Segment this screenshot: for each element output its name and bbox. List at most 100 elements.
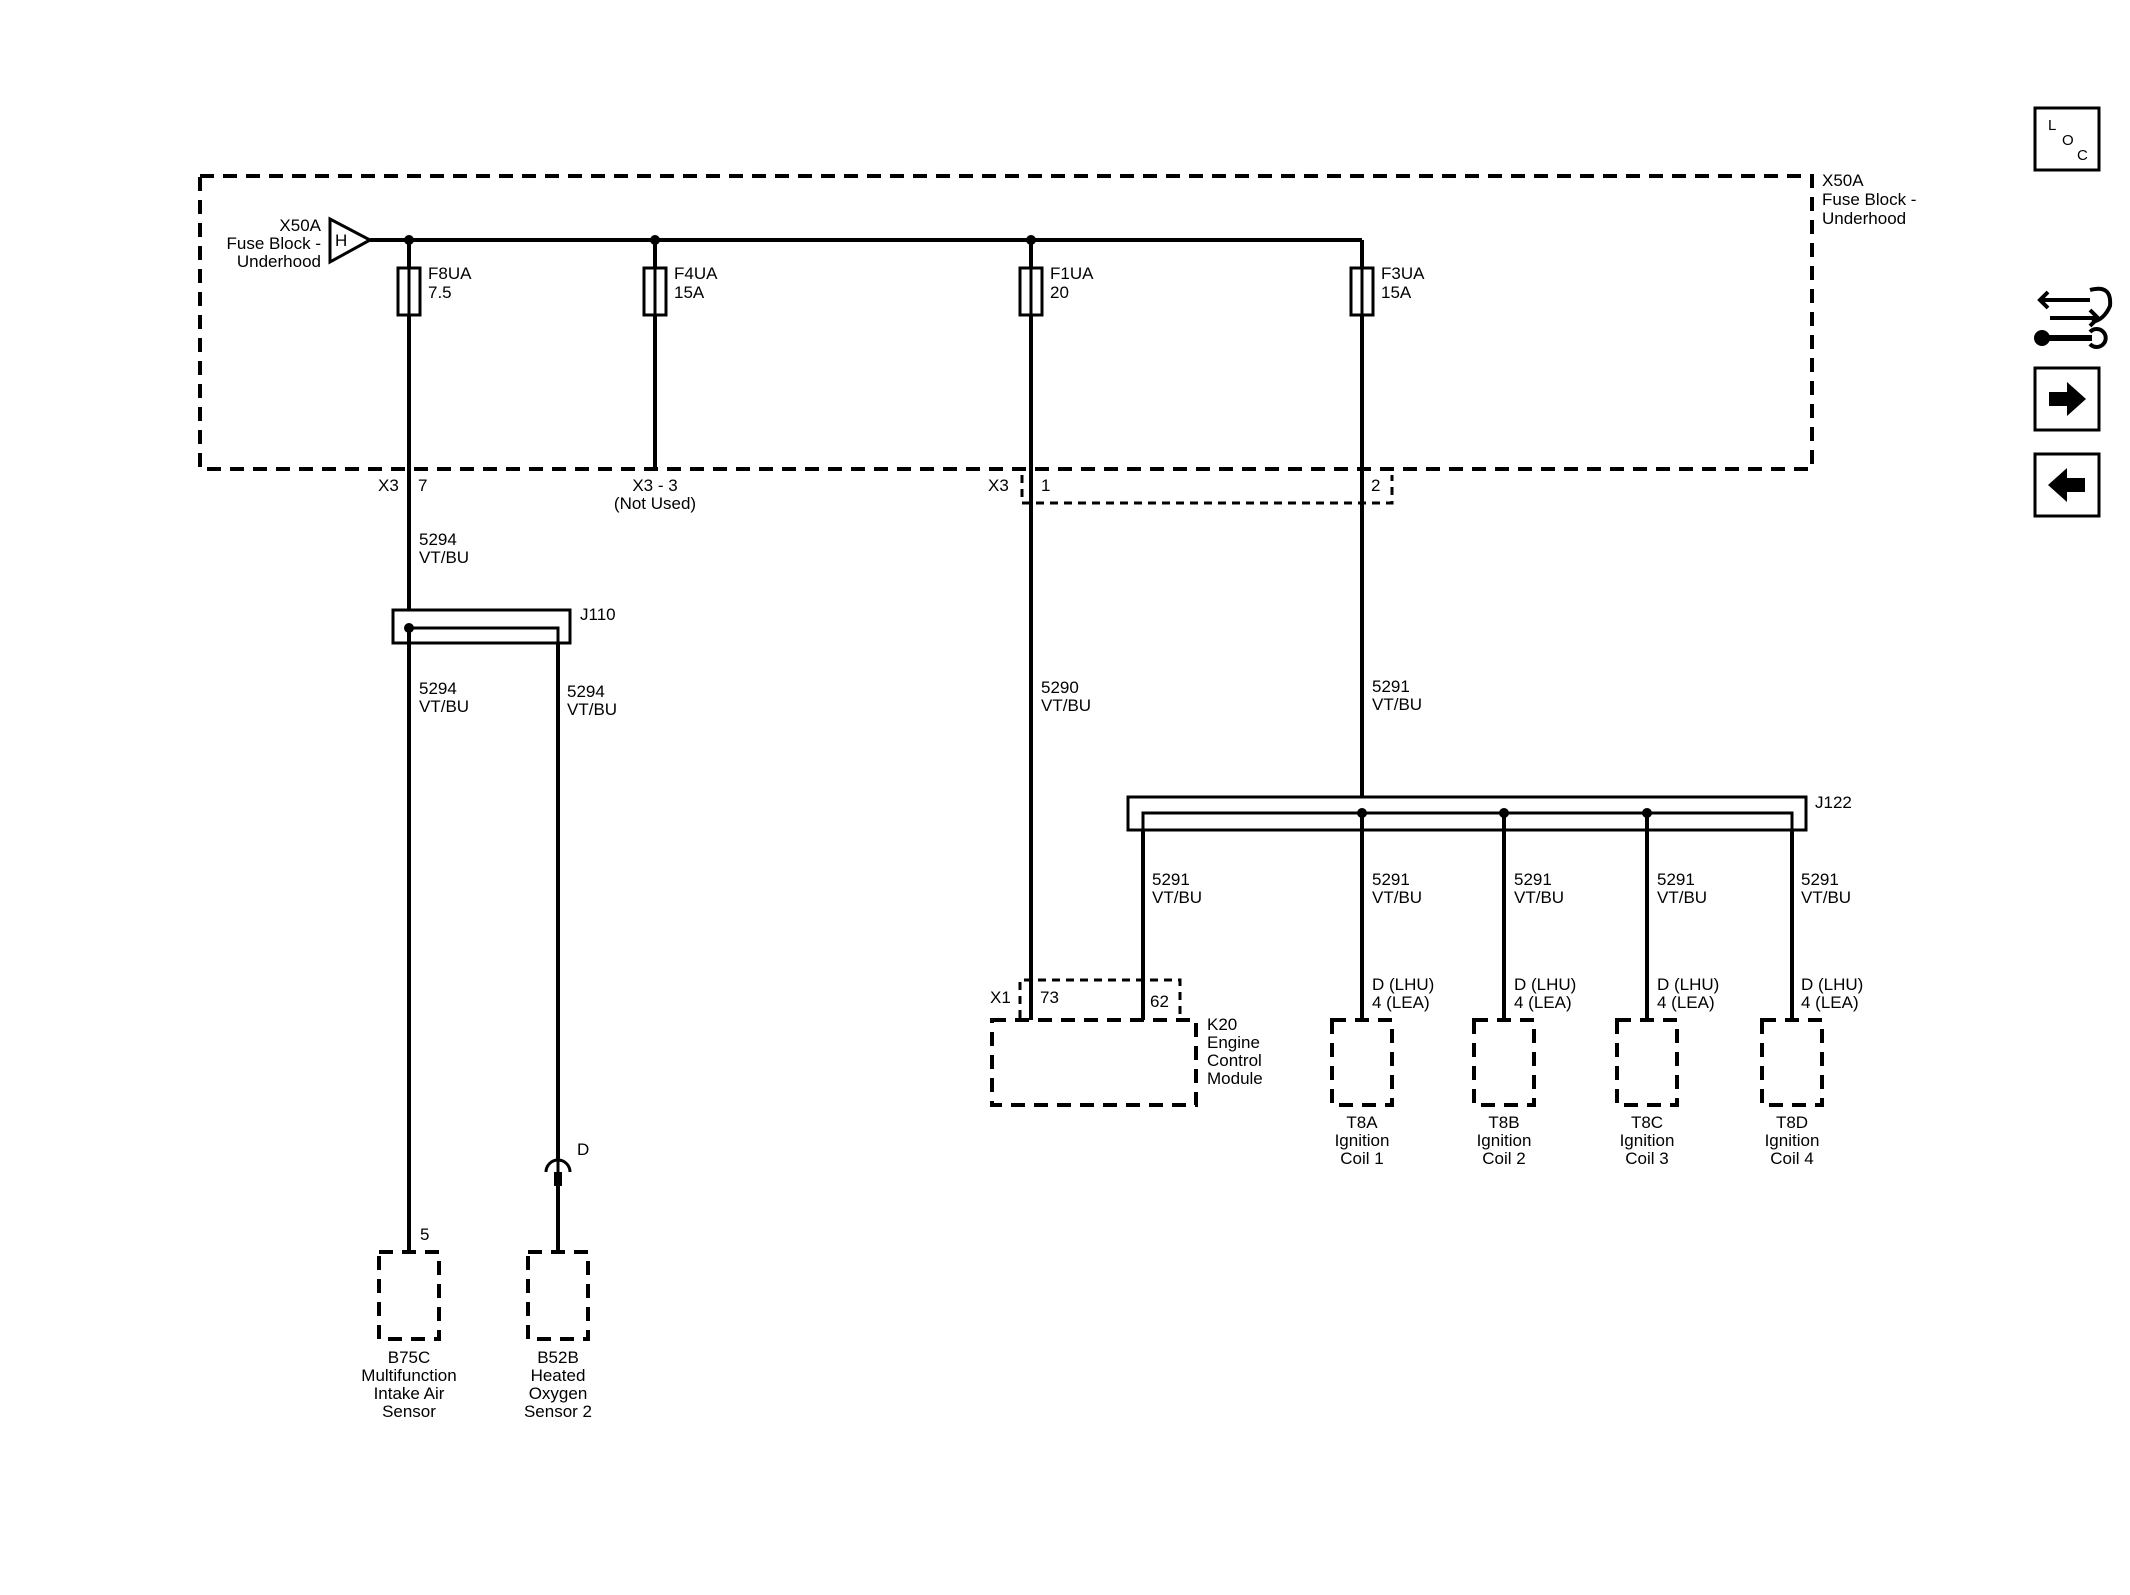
svg-text:Module: Module xyxy=(1207,1069,1263,1088)
svg-text:Multifunction: Multifunction xyxy=(361,1366,456,1385)
next-page-button[interactable] xyxy=(2033,366,2101,432)
wire-label-5291-main: 5291 VT/BU xyxy=(1372,677,1422,714)
wire-label-5290: 5290 VT/BU xyxy=(1041,678,1091,715)
splice-j122: J122 xyxy=(1126,793,1852,1020)
svg-text:15A: 15A xyxy=(674,283,705,302)
svg-text:5291: 5291 xyxy=(1657,870,1695,889)
svg-text:Heated: Heated xyxy=(531,1366,586,1385)
wrench-arrows-icon xyxy=(2034,286,2113,349)
svg-text:C: C xyxy=(2077,147,2088,164)
wire-label-5291-coil1: 5291 VT/BU xyxy=(1372,870,1422,907)
svg-text:VT/BU: VT/BU xyxy=(1372,695,1422,714)
svg-text:VT/BU: VT/BU xyxy=(419,697,469,716)
svg-text:T8C: T8C xyxy=(1631,1113,1663,1132)
svg-text:20: 20 xyxy=(1050,283,1069,302)
svg-text:D: D xyxy=(577,1140,589,1159)
svg-text:D (LHU): D (LHU) xyxy=(1801,975,1863,994)
arrow-left-icon xyxy=(2048,468,2085,502)
svg-text:Coil 2: Coil 2 xyxy=(1482,1149,1525,1168)
svg-text:Underhood: Underhood xyxy=(1822,209,1906,228)
svg-text:Sensor: Sensor xyxy=(382,1402,436,1421)
svg-text:Oxygen: Oxygen xyxy=(529,1384,588,1403)
svg-text:O: O xyxy=(2062,132,2074,149)
power-source-pin: H xyxy=(335,231,347,250)
svg-text:X1: X1 xyxy=(990,988,1011,1007)
svg-text:7.5: 7.5 xyxy=(428,283,452,302)
wire-label-5291-coil2: 5291 VT/BU xyxy=(1514,870,1564,907)
svg-text:4 (LEA): 4 (LEA) xyxy=(1801,993,1859,1012)
svg-text:Engine: Engine xyxy=(1207,1033,1260,1052)
wrench-arrows-button[interactable] xyxy=(2034,286,2113,349)
svg-text:VT/BU: VT/BU xyxy=(1372,888,1422,907)
svg-text:5291: 5291 xyxy=(1801,870,1839,889)
arrow-right-icon xyxy=(2049,382,2086,416)
svg-text:7: 7 xyxy=(418,476,427,495)
svg-text:4 (LEA): 4 (LEA) xyxy=(1514,993,1572,1012)
wire-label-5294-main: 5294 VT/BU xyxy=(419,530,469,567)
wire-label-5291-coil4: 5291 VT/BU xyxy=(1801,870,1851,907)
svg-text:F4UA: F4UA xyxy=(674,264,718,283)
connector-x1: X1 73 62 xyxy=(990,978,1182,1018)
svg-text:Ignition: Ignition xyxy=(1335,1131,1390,1150)
power-source-connector xyxy=(328,216,374,265)
svg-text:X3 - 3: X3 - 3 xyxy=(632,476,677,495)
svg-text:Coil 4: Coil 4 xyxy=(1770,1149,1813,1168)
svg-text:K20: K20 xyxy=(1207,1015,1237,1034)
svg-text:1: 1 xyxy=(1041,476,1050,495)
svg-text:VT/BU: VT/BU xyxy=(1152,888,1202,907)
svg-text:4 (LEA): 4 (LEA) xyxy=(1372,993,1430,1012)
fuse-block-label: X50A Fuse Block - Underhood xyxy=(1822,171,1916,228)
component-ecm-k20: K20 Engine Control Module xyxy=(990,1015,1263,1107)
power-source-label: X50A Fuse Block - Underhood xyxy=(227,216,322,271)
svg-text:F3UA: F3UA xyxy=(1381,264,1425,283)
component-maf-b75c: 5 B75C Multifunction Intake Air Sensor xyxy=(361,1225,456,1421)
svg-text:Coil 3: Coil 3 xyxy=(1625,1149,1668,1168)
svg-text:62: 62 xyxy=(1150,992,1169,1011)
svg-text:5291: 5291 xyxy=(1152,870,1190,889)
svg-text:Intake Air: Intake Air xyxy=(374,1384,445,1403)
svg-text:4 (LEA): 4 (LEA) xyxy=(1657,993,1715,1012)
svg-text:J122: J122 xyxy=(1815,793,1852,812)
svg-text:D (LHU): D (LHU) xyxy=(1372,975,1434,994)
svg-text:VT/BU: VT/BU xyxy=(1041,696,1091,715)
svg-text:5: 5 xyxy=(420,1225,429,1244)
svg-text:VT/BU: VT/BU xyxy=(1657,888,1707,907)
svg-text:Fuse Block -: Fuse Block - xyxy=(1822,190,1916,209)
component-o2-b52b: B52B Heated Oxygen Sensor 2 xyxy=(524,1250,592,1421)
component-coil-t8c: D (LHU) 4 (LEA) T8C Ignition Coil 3 xyxy=(1615,975,1719,1168)
svg-text:B52B: B52B xyxy=(537,1348,579,1367)
svg-text:73: 73 xyxy=(1040,988,1059,1007)
svg-text:Fuse Block -: Fuse Block - xyxy=(227,234,321,253)
fuse-f1ua: F1UA 20 xyxy=(1018,240,1094,317)
component-coil-t8a: D (LHU) 4 (LEA) T8A Ignition Coil 1 xyxy=(1330,975,1434,1168)
svg-text:5294: 5294 xyxy=(419,530,457,549)
wire-label-5291-ecm: 5291 VT/BU xyxy=(1152,870,1202,907)
svg-text:B75C: B75C xyxy=(388,1348,431,1367)
loc-button[interactable]: L O C xyxy=(2033,106,2101,172)
svg-text:(Not Used): (Not Used) xyxy=(614,494,696,513)
svg-text:5294: 5294 xyxy=(567,682,605,701)
svg-text:5290: 5290 xyxy=(1041,678,1079,697)
svg-text:15A: 15A xyxy=(1381,283,1412,302)
component-coil-t8d: D (LHU) 4 (LEA) T8D Ignition Coil 4 xyxy=(1760,975,1863,1168)
component-coil-t8b: D (LHU) 4 (LEA) T8B Ignition Coil 2 xyxy=(1472,975,1576,1168)
connector-x3-pin7: X3 7 xyxy=(378,476,427,495)
connector-x3-pins-1-2: X3 1 2 xyxy=(988,475,1394,505)
svg-text:VT/BU: VT/BU xyxy=(1514,888,1564,907)
fuse-block-enclosure xyxy=(198,174,1814,471)
svg-text:Underhood: Underhood xyxy=(237,252,321,271)
svg-text:5291: 5291 xyxy=(1372,677,1410,696)
previous-page-button[interactable] xyxy=(2033,452,2101,518)
fuse-f4ua: F4UA 15A xyxy=(642,240,718,317)
svg-text:VT/BU: VT/BU xyxy=(1801,888,1851,907)
svg-text:T8D: T8D xyxy=(1776,1113,1808,1132)
svg-text:X50A: X50A xyxy=(1822,171,1864,190)
svg-text:Sensor 2: Sensor 2 xyxy=(524,1402,592,1421)
svg-text:Ignition: Ignition xyxy=(1477,1131,1532,1150)
svg-text:X3: X3 xyxy=(378,476,399,495)
svg-text:L: L xyxy=(2048,117,2056,134)
svg-text:Control: Control xyxy=(1207,1051,1262,1070)
svg-text:5291: 5291 xyxy=(1514,870,1552,889)
svg-text:X3: X3 xyxy=(988,476,1009,495)
